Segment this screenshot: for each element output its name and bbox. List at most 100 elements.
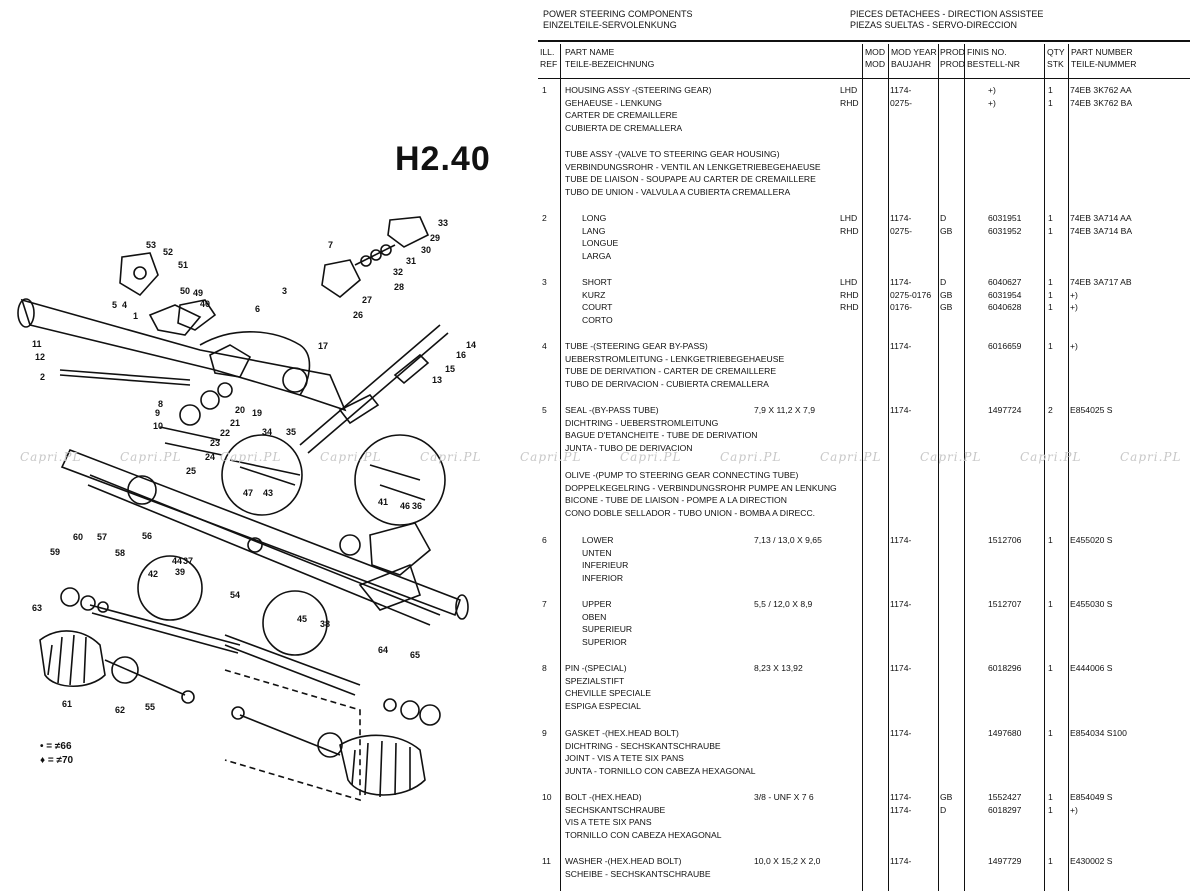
page-code: H2.40 xyxy=(395,140,491,178)
part-name-line: LONG xyxy=(582,213,607,223)
callout-label: 39 xyxy=(175,567,185,577)
quantity: 1 xyxy=(1048,599,1053,609)
finis-number: 6031951 xyxy=(988,213,1022,223)
finis-number: 1497680 xyxy=(988,728,1022,738)
callout-label: 21 xyxy=(230,418,240,428)
callout-label: 5 xyxy=(112,300,117,310)
quantity: 1 xyxy=(1048,856,1053,866)
model-code: LHD xyxy=(840,277,858,287)
spec-dimensions: 7,9 X 11,2 X 7,9 xyxy=(754,405,815,415)
part-name-line: OLIVE -(PUMP TO STEERING GEAR CONNECTING… xyxy=(565,470,799,480)
header-fr: PIECES DETACHEES - DIRECTION ASSISTEE xyxy=(850,9,1044,19)
callout-label: 20 xyxy=(235,405,245,415)
callout-label: 24 xyxy=(205,452,215,462)
watermark-text: Capri.PL xyxy=(320,450,382,464)
finis-number: 6031954 xyxy=(988,289,1022,300)
part-name-line: PIN -(SPECIAL) xyxy=(565,663,627,673)
finis-number: 6040627 xyxy=(988,277,1022,287)
watermark-text: Capri.PL xyxy=(1120,450,1182,464)
header-en: POWER STEERING COMPONENTS xyxy=(543,9,693,19)
col-part-number: PART NUMBER xyxy=(1071,47,1133,57)
callout-label: 46 xyxy=(400,501,410,511)
part-name-line: SUPERIEUR xyxy=(582,624,633,635)
part-name-line: TUBO DE DERIVACION - CUBIERTA CREMALLERA xyxy=(565,379,769,390)
callout-label: 36 xyxy=(412,501,422,511)
part-number: 74EB 3K762 BA xyxy=(1070,97,1133,108)
part-name-line: GEHAEUSE - LENKUNG xyxy=(565,97,662,108)
model-code: LHD xyxy=(840,213,858,223)
part-name-line: JUNTA - TUBO DE DERIVACION xyxy=(565,443,693,454)
part-name-line: TUBE DE LIAISON - SOUPAPE AU CARTER DE C… xyxy=(565,174,816,185)
ref-number: 1 xyxy=(542,85,547,95)
part-name-line: UPPER xyxy=(582,599,612,609)
callout-label: 13 xyxy=(432,375,442,385)
part-name-line: BAGUE D'ETANCHEITE - TUBE DE DERIVATION xyxy=(565,430,758,441)
callout-label: 53 xyxy=(146,240,156,250)
part-name-line: TUBO DE UNION - VALVULA A CUBIERTA CREMA… xyxy=(565,187,791,198)
callout-label: 25 xyxy=(186,466,196,476)
callout-label: 43 xyxy=(263,488,273,498)
callout-label: 38 xyxy=(320,619,330,629)
ref-number: 11 xyxy=(542,856,551,866)
quantity: 1 xyxy=(1048,277,1053,287)
part-number: E444006 S xyxy=(1070,663,1113,673)
callout-label: 2 xyxy=(40,372,45,382)
col-qty-de: STK xyxy=(1047,59,1064,69)
part-name-line: TUBE ASSY -(VALVE TO STEERING GEAR HOUSI… xyxy=(565,149,780,159)
callout-label: 56 xyxy=(142,531,152,541)
callout-label: 8 xyxy=(158,399,163,409)
callout-label: 7 xyxy=(328,240,333,250)
callout-label: 3 xyxy=(282,286,287,296)
watermark-text: Capri.PL xyxy=(220,450,282,464)
legend-item: ♦ = ≠70 xyxy=(40,755,74,766)
callout-label: 15 xyxy=(445,364,455,374)
ref-number: 9 xyxy=(542,728,547,738)
col-part-number-de: TEILE-NUMMER xyxy=(1071,59,1137,69)
model-year: 0275-0176 xyxy=(890,289,932,300)
quantity: 1 xyxy=(1048,341,1053,351)
ref-number: 7 xyxy=(542,599,547,609)
part-name-line: SPEZIALSTIFT xyxy=(565,675,625,686)
callout-label: 45 xyxy=(297,614,307,624)
callout-label: 54 xyxy=(230,590,240,600)
part-number: E854049 S xyxy=(1070,792,1113,802)
part-number: E854034 S100 xyxy=(1070,728,1127,738)
callout-label: 42 xyxy=(148,569,158,579)
part-number: 74EB 3K762 AA xyxy=(1070,85,1132,95)
quantity: 1 xyxy=(1048,804,1053,815)
quantity: 1 xyxy=(1048,302,1053,313)
watermark-text: Capri.PL xyxy=(420,450,482,464)
quantity: 1 xyxy=(1048,225,1053,236)
callout-label: 26 xyxy=(353,310,363,320)
ref-number: 6 xyxy=(542,535,547,545)
part-name-line: JOINT - VIS A TETE SIX PANS xyxy=(565,753,684,764)
part-number: +) xyxy=(1070,289,1078,300)
part-name-line: UNTEN xyxy=(582,547,612,558)
callout-label: 6 xyxy=(255,304,260,314)
quantity: 1 xyxy=(1048,97,1053,108)
finis-number: 6018296 xyxy=(988,663,1022,673)
column-divider xyxy=(964,44,965,891)
part-number: E455020 S xyxy=(1070,535,1113,545)
part-name-line: DOPPELKEGELRING - VERBINDUNGSROHR PUMPE … xyxy=(565,482,837,493)
part-name-line: DICHTRING - UEBERSTROMLEITUNG xyxy=(565,417,719,428)
ref-number: 4 xyxy=(542,341,547,351)
finis-number: 6018297 xyxy=(988,804,1022,815)
model-code: RHD xyxy=(840,97,859,108)
column-divider xyxy=(1068,44,1069,891)
callout-label: 11 xyxy=(32,339,42,349)
part-name-line: UEBERSTROMLEITUNG - LENKGETRIEBEGEHAEUSE xyxy=(565,353,785,364)
ref-number: 2 xyxy=(542,213,547,223)
col-part-name-de: TEILE-BEZEICHNUNG xyxy=(565,59,655,69)
part-name-line: WASHER -(HEX.HEAD BOLT) xyxy=(565,856,682,866)
col-finis-de: BESTELL-NR xyxy=(967,59,1021,69)
production-code: GB xyxy=(940,289,953,300)
part-name-line: TUBE -(STEERING GEAR BY-PASS) xyxy=(565,341,708,351)
header-de: EINZELTEILE-SERVOLENKUNG xyxy=(543,20,677,30)
part-number: 74EB 3A714 BA xyxy=(1070,225,1133,236)
callout-label: 23 xyxy=(210,438,220,448)
part-name-line: BOLT -(HEX.HEAD) xyxy=(565,792,642,802)
quantity: 1 xyxy=(1048,663,1053,673)
column-divider xyxy=(938,44,939,891)
callout-label: 41 xyxy=(378,497,388,507)
